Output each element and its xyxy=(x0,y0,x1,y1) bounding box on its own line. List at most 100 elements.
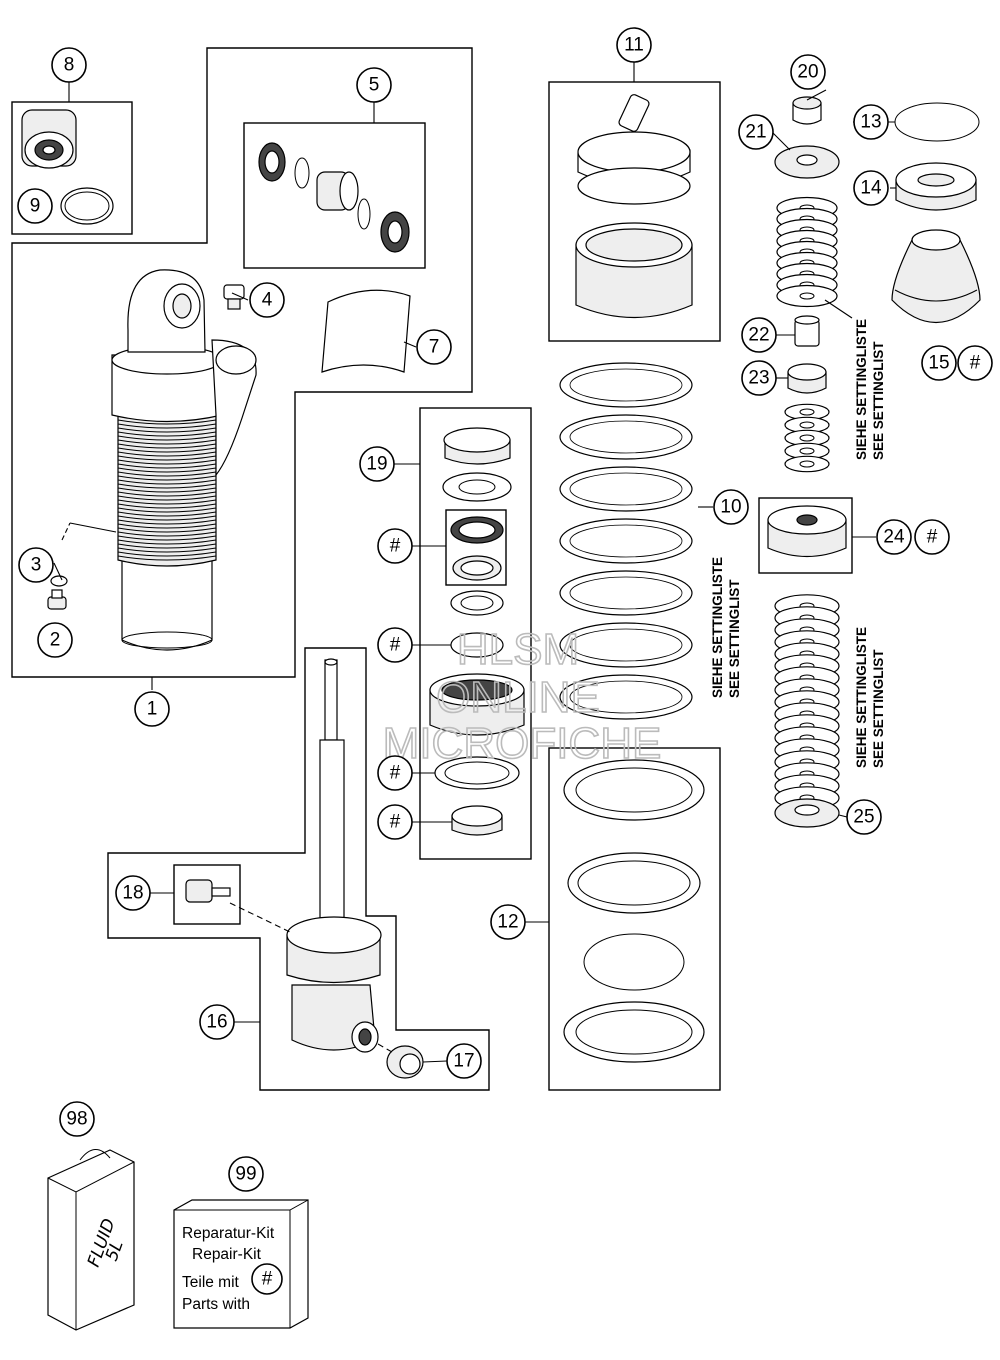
svg-text:#: # xyxy=(390,812,401,833)
watermark: HLSM ONLINE MICROFICHE xyxy=(382,624,662,769)
callout-19-hash-c[interactable]: # xyxy=(377,755,413,791)
bleed-screw-part xyxy=(47,575,68,610)
seal-kit-part xyxy=(429,427,525,836)
seal-subgroup-frame xyxy=(445,509,507,586)
svg-text:#: # xyxy=(970,353,981,374)
setting-note-lower: SIEHE SETTINGLISTE SEE SETTINGLIST xyxy=(854,627,886,768)
valve-screw-part xyxy=(185,879,231,903)
svg-text:1: 1 xyxy=(147,699,158,720)
svg-text:4: 4 xyxy=(262,290,273,311)
callout-11[interactable]: 11 xyxy=(616,27,652,63)
svg-text:14: 14 xyxy=(860,178,882,199)
callout-12[interactable]: 12 xyxy=(490,904,526,940)
shim-stack-upper-part xyxy=(776,196,838,308)
shim-stack-middle-part xyxy=(784,403,830,473)
callout-8[interactable]: 8 xyxy=(51,47,87,83)
piston-rod-group-frame xyxy=(107,647,490,1091)
svg-text:20: 20 xyxy=(797,62,818,83)
repair-kit-line4: Parts with xyxy=(182,1296,250,1313)
svg-text:15: 15 xyxy=(928,353,949,374)
callout-15[interactable]: 15 xyxy=(921,345,957,381)
svg-text:7: 7 xyxy=(429,337,440,358)
seal-group-frame xyxy=(419,407,532,860)
callout-24-hash[interactable]: # xyxy=(914,519,950,555)
piston-group-frame xyxy=(758,497,853,574)
callout-19[interactable]: 19 xyxy=(359,446,395,482)
callout-24[interactable]: 24 xyxy=(876,519,912,555)
setting-note-en: SEE SETTINGLIST xyxy=(871,649,886,768)
svg-text:22: 22 xyxy=(748,325,769,346)
svg-text:98: 98 xyxy=(66,1109,87,1130)
washer-part xyxy=(774,145,840,179)
spring-retainer-part xyxy=(895,162,977,211)
o-ring-part xyxy=(60,187,114,225)
callout-99[interactable]: 99 xyxy=(228,1156,264,1192)
svg-text:25: 25 xyxy=(853,807,874,828)
svg-text:#: # xyxy=(390,635,401,656)
svg-text:9: 9 xyxy=(30,196,41,217)
callout-14[interactable]: 14 xyxy=(853,170,889,206)
svg-text:#: # xyxy=(262,1269,273,1290)
valve-group-frame xyxy=(173,864,241,925)
callout-1[interactable]: 1 xyxy=(134,691,170,727)
svg-text:21: 21 xyxy=(745,122,766,143)
piston-rod-part xyxy=(286,658,382,1053)
leader-lines xyxy=(53,62,896,1063)
callout-7[interactable]: 7 xyxy=(416,329,452,365)
adjuster-group-frame xyxy=(11,101,133,235)
callout-13[interactable]: 13 xyxy=(853,104,889,140)
callout-19-hash-d[interactable]: # xyxy=(377,804,413,840)
svg-text:17: 17 xyxy=(453,1051,474,1072)
setting-note-de: SIEHE SETTINGLISTE xyxy=(710,557,725,698)
svg-text:16: 16 xyxy=(206,1012,227,1033)
washer-group-frame xyxy=(548,747,721,1091)
setting-note-upper: SIEHE SETTINGLISTE SEE SETTINGLIST xyxy=(854,319,886,460)
setting-note-de: SIEHE SETTINGLISTE xyxy=(854,627,869,768)
setting-note-en: SEE SETTINGLIST xyxy=(871,341,886,460)
callout-19-hash-b[interactable]: # xyxy=(377,627,413,663)
callout-19-hash-a[interactable]: # xyxy=(377,528,413,564)
svg-text:24: 24 xyxy=(883,527,905,548)
svg-text:99: 99 xyxy=(235,1164,256,1185)
repair-kit-part: Reparatur-Kit Repair-Kit Teile mit Parts… xyxy=(173,1199,309,1329)
setting-note-de: SIEHE SETTINGLISTE xyxy=(854,319,869,460)
bearing-group-frame xyxy=(243,122,426,269)
callout-23[interactable]: 23 xyxy=(741,360,777,396)
callout-3[interactable]: 3 xyxy=(18,547,54,583)
callout-9[interactable]: 9 xyxy=(17,188,53,224)
callout-17[interactable]: 17 xyxy=(446,1043,482,1079)
callout-kit-hash[interactable]: # xyxy=(251,1263,283,1295)
spacer-sleeve-part xyxy=(794,315,820,347)
piston-part xyxy=(767,505,847,558)
callout-20[interactable]: 20 xyxy=(790,54,826,90)
svg-text:5: 5 xyxy=(369,75,380,96)
callout-2[interactable]: 2 xyxy=(37,622,73,658)
svg-text:#: # xyxy=(927,527,938,548)
callout-15-hash[interactable]: # xyxy=(957,345,993,381)
callout-16[interactable]: 16 xyxy=(199,1004,235,1040)
protection-sleeve-part xyxy=(321,289,411,373)
svg-text:11: 11 xyxy=(624,35,644,56)
nut-part xyxy=(792,96,822,125)
watermark-line1: HLSM xyxy=(457,625,579,674)
setting-note-en: SEE SETTINGLIST xyxy=(727,579,742,698)
svg-text:23: 23 xyxy=(748,368,769,389)
fluid-can-part: FLUID 5L xyxy=(47,1149,135,1331)
repair-kit-line1: Reparatur-Kit xyxy=(182,1225,275,1242)
svg-text:18: 18 xyxy=(122,883,143,904)
setting-note-spring: SIEHE SETTINGLISTE SEE SETTINGLIST xyxy=(710,557,742,698)
callout-5[interactable]: 5 xyxy=(356,67,392,103)
coil-spring-part xyxy=(559,362,693,720)
watermark-line3: MICROFICHE xyxy=(383,719,662,768)
callout-18[interactable]: 18 xyxy=(115,875,151,911)
callout-4[interactable]: 4 xyxy=(249,282,285,318)
callout-21[interactable]: 21 xyxy=(738,114,774,150)
callout-22[interactable]: 22 xyxy=(741,317,777,353)
watermark-line2: ONLINE xyxy=(436,673,600,722)
svg-text:3: 3 xyxy=(31,555,42,576)
callout-10[interactable]: 10 xyxy=(713,489,749,525)
shim-stack-lower-part xyxy=(774,594,840,810)
callout-98[interactable]: 98 xyxy=(59,1101,95,1137)
callout-25[interactable]: 25 xyxy=(846,799,882,835)
